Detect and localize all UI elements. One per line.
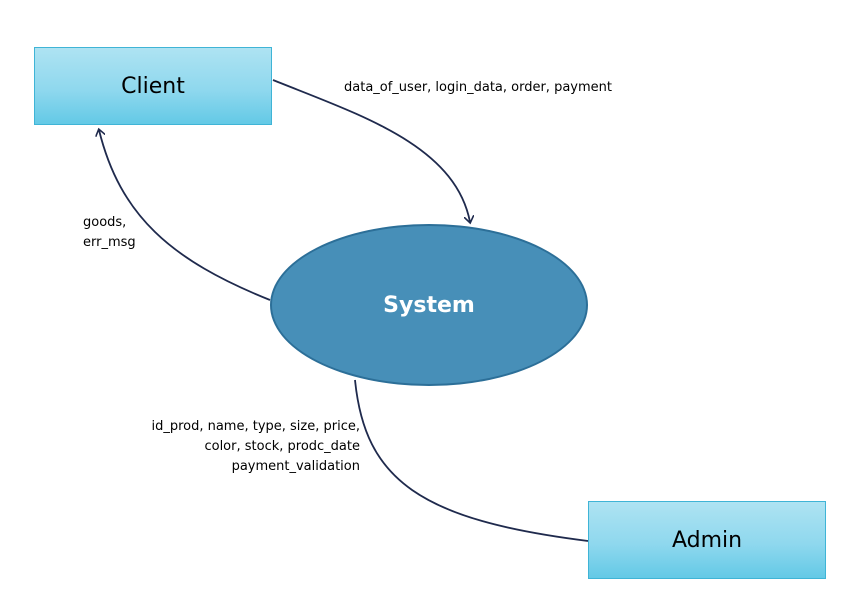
arrow-client-to-system [272,79,470,222]
system-process: System [270,224,588,386]
flow-label-line: id_prod, name, type, size, price, [151,419,360,434]
flow-label-line: payment_validation [231,459,360,474]
line-admin-to-system [354,379,589,542]
client-label: Client [121,73,185,99]
admin-label: Admin [671,527,743,553]
flow-label-line: err_msg [83,235,136,250]
admin-entity: Admin [588,501,826,579]
flow-label-system-to-client: goods, err_msg [83,213,136,253]
flow-label-client-to-system: data_of_user, login_data, order, payment [344,80,612,95]
flow-label-line: goods, [83,215,127,230]
flow-label-line: color, stock, prodc_date [204,439,360,454]
client-entity: Client [34,47,272,125]
flow-label-admin-to-system: id_prod, name, type, size, price, color,… [120,417,360,477]
arrow-system-to-client [99,130,271,301]
system-label: System [383,292,475,318]
